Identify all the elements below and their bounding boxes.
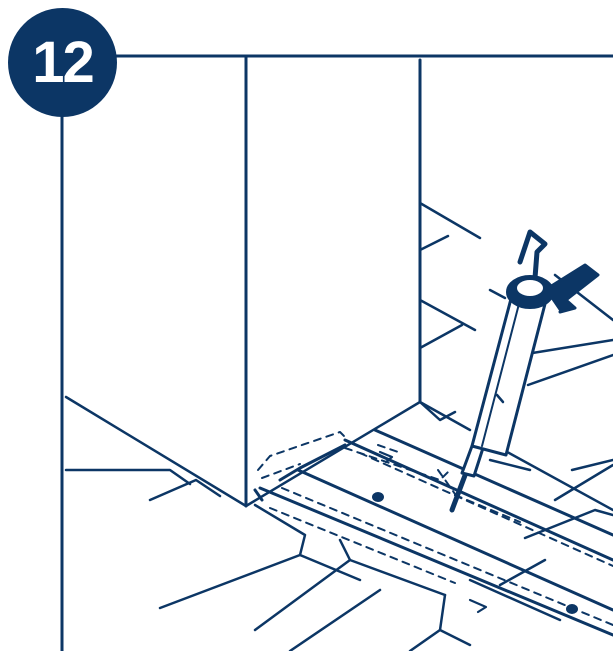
drain-channel: [255, 430, 613, 635]
step-number: 12: [32, 34, 93, 92]
step-number-badge: 12: [8, 8, 117, 117]
floor-edges: [66, 397, 613, 510]
floor-tiles: [66, 402, 613, 651]
drain-screw-holes: [372, 492, 578, 614]
